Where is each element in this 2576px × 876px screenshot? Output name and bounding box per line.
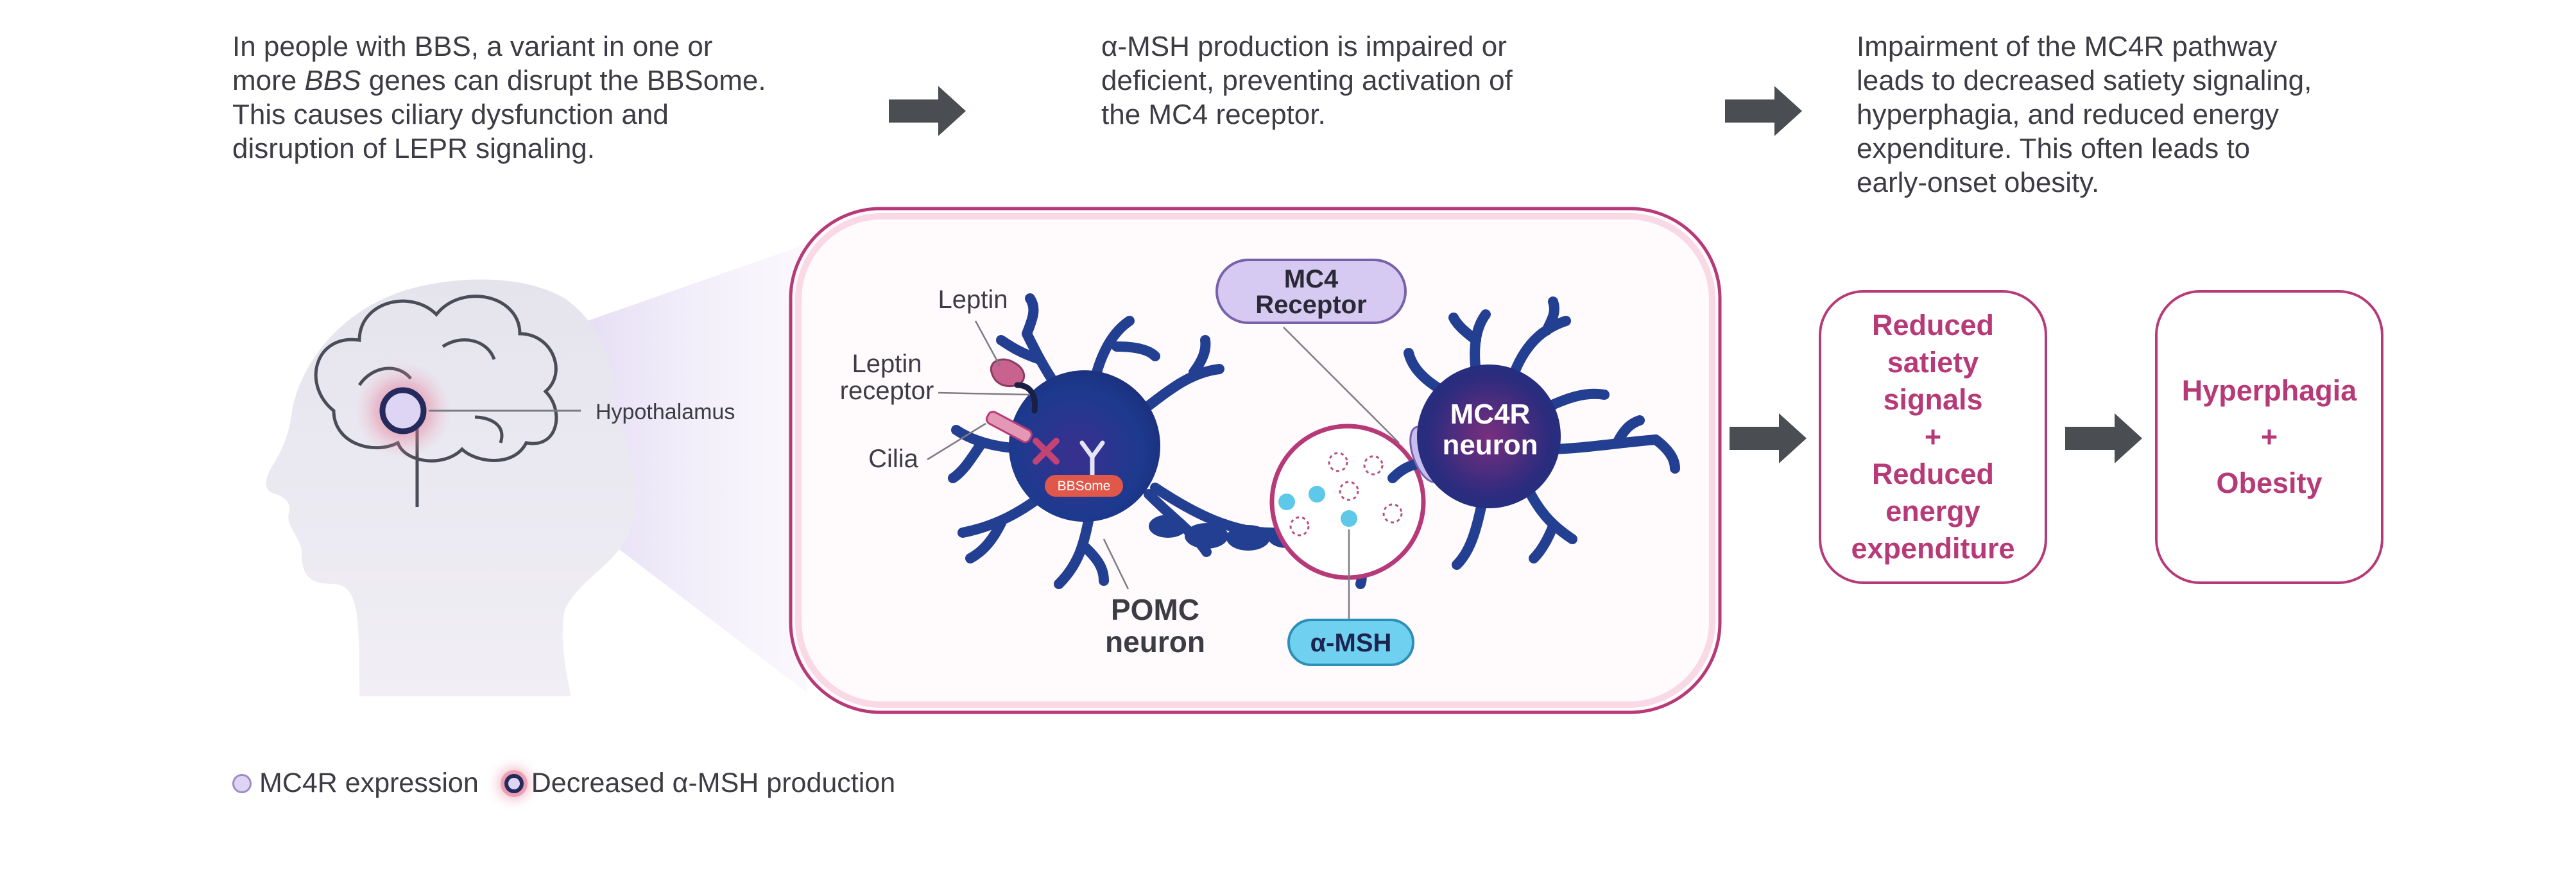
box2-line-3: Obesity: [2216, 467, 2323, 499]
mc4r-neuron-label-2: neuron: [1442, 429, 1538, 461]
leptin-leader: [974, 320, 1001, 366]
step1-line-2: more BBS genes can disrupt the BBSome.: [232, 64, 874, 98]
pomc-label-2: neuron: [1105, 625, 1205, 658]
cilia-x-mark-b: [1033, 438, 1060, 465]
mc4r-soma: [1417, 365, 1561, 508]
arrow-panel-to-outcome: [1730, 413, 1807, 463]
receptor-y-shape: [1079, 440, 1105, 477]
step1-line-2-rest: genes can disrupt the BBSome.: [368, 65, 766, 96]
step3-line-1: Impairment of the MC4R pathway: [1857, 31, 2278, 62]
box2-line-2: +: [2260, 420, 2278, 453]
legend: MC4R expression Decreased α-MSH producti…: [232, 768, 921, 799]
box1-line-4: +: [1924, 420, 1942, 453]
leptin-receptor-shape: [1014, 382, 1038, 414]
step3-line-4: expenditure. This often leads to: [1857, 133, 2251, 164]
pomc-leader: [1103, 538, 1129, 590]
step3-caption: Impairment of the MC4R pathway leads to …: [1857, 30, 2434, 200]
mc4r-swatch-icon: [232, 773, 252, 793]
head-silhouette: [266, 279, 635, 696]
step1-prefix: more: [232, 65, 305, 96]
arrow-step1-to-step2: [889, 86, 966, 136]
step3-line-5: early-onset obesity.: [1857, 167, 2100, 198]
legend-msh-label: Decreased α-MSH production: [531, 768, 896, 798]
box1-line-1: Reduced: [1871, 309, 1995, 341]
mc4-receptor-pill: [1215, 259, 1407, 324]
hypothalamus-label: Hypothalamus: [596, 400, 735, 424]
legend-msh: Decreased α-MSH production: [504, 768, 895, 799]
mc4-receptor-label-2: Receptor: [1255, 291, 1366, 319]
legend-mc4r: MC4R expression: [232, 768, 479, 799]
step2-line-1: α-MSH production is impaired or: [1101, 31, 1507, 62]
step3-line-3: hyperphagia, and reduced energy: [1857, 99, 2280, 130]
mc4-receptor-leader: [1283, 327, 1400, 443]
box1-line-2: satiety: [1887, 346, 1979, 379]
msh-swatch-icon: [504, 773, 524, 793]
receptor-leader: [938, 391, 1031, 396]
mc4-receptor-label-1: MC4: [1284, 265, 1339, 293]
leptin-receptor-label-2: receptor: [840, 377, 934, 405]
pomc-label-1: POMC: [1111, 593, 1199, 626]
box2-line-1: Hyperphagia: [2181, 374, 2357, 407]
leptin-receptor-label-1: Leptin: [852, 350, 922, 378]
step1-line-3: This causes ciliary dysfunction and: [232, 99, 669, 130]
cilia-label: Cilia: [868, 445, 919, 473]
step2-line-3: the MC4 receptor.: [1101, 99, 1326, 130]
cilia-shape: [985, 411, 1033, 443]
step2-line-2: deficient, preventing activation of: [1101, 65, 1513, 96]
msh-particles: [1278, 452, 1403, 537]
box1-line-5: Reduced: [1871, 458, 1995, 490]
arrow-outcome-to-obesity: [2065, 413, 2142, 463]
neuron-panel-inner-glow: [795, 213, 1715, 708]
step1-line-1: In people with BBS, a variant in one or: [232, 31, 713, 62]
leptin-label: Leptin: [938, 286, 1008, 314]
step2-caption: α-MSH production is impaired or deficien…: [1101, 30, 1647, 132]
hypothalamus-marker: [379, 387, 427, 434]
synapse-circle: [1269, 424, 1426, 580]
step3-line-2: leads to decreased satiety signaling,: [1857, 65, 2312, 96]
box1-line-3: signals: [1883, 383, 1983, 416]
arrow-step2-to-step3: [1725, 86, 1802, 136]
cilia-leader: [927, 422, 986, 461]
reduced-satiety-box: Reduced satiety signals + Reduced energy…: [1819, 290, 2047, 584]
mc4r-neuron-label-1: MC4R: [1450, 399, 1531, 430]
msh-label: α-MSH: [1310, 629, 1392, 657]
hyperphagia-obesity-box: Hyperphagia + Obesity: [2155, 290, 2383, 584]
bbsome-pill: [1045, 475, 1123, 497]
box1-line-7: expenditure: [1851, 532, 2015, 565]
legend-mc4r-label: MC4R expression: [259, 768, 479, 798]
box1-line-6: energy: [1885, 495, 1980, 528]
msh-pill: [1287, 619, 1414, 666]
step1-line-4: disruption of LEPR signaling.: [232, 133, 595, 164]
bbsome-label: BBSome: [1058, 479, 1111, 494]
step1-italic: BBS: [304, 65, 361, 96]
step1-caption: In people with BBS, a variant in one or …: [232, 30, 874, 166]
